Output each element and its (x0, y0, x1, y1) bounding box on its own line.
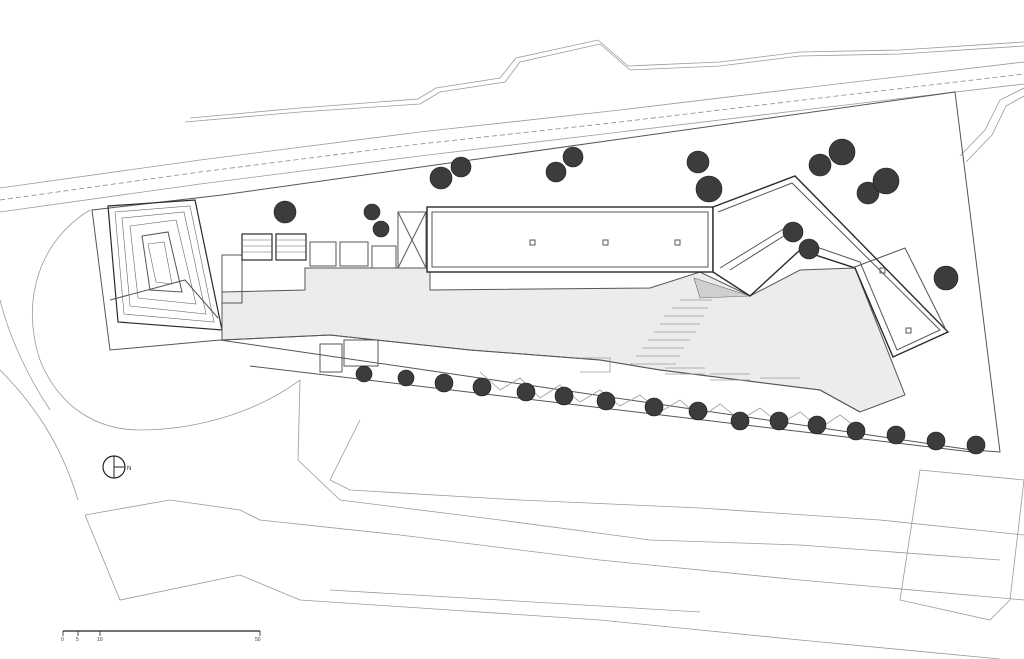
tree-icon (596, 391, 616, 411)
tree-icon (782, 221, 804, 243)
scale-tick-10: 10 (97, 637, 103, 643)
tree-icon (886, 425, 906, 445)
tree-icon (872, 167, 900, 195)
tree-icon (554, 386, 574, 406)
tree-icon (808, 153, 832, 177)
tree-icon (372, 220, 390, 238)
sunken-courtyard (107, 199, 223, 331)
scale-tick-0: 0 (61, 637, 64, 643)
tree-icon (644, 397, 664, 417)
tree-icon (695, 175, 723, 203)
site-boundary (91, 91, 1001, 453)
tree-icon (516, 382, 536, 402)
tree-icon (363, 203, 381, 221)
north-arrow-icon: N (102, 455, 131, 479)
tree-icon (730, 411, 750, 431)
scale-tick-5: 5 (76, 637, 79, 643)
plaza-stairs (630, 277, 751, 365)
tree-icon (966, 435, 986, 455)
tree-icon (769, 411, 789, 431)
scale-bar: 0 5 10 50 (61, 630, 261, 643)
tree-icon (828, 138, 856, 166)
tree-icon (856, 181, 880, 205)
trees (273, 138, 986, 455)
tree-icon (562, 146, 584, 168)
tree-icon (545, 161, 567, 183)
tree-icon (798, 238, 820, 260)
tree-icon (434, 373, 454, 393)
tree-icon (686, 150, 710, 174)
tree-icon (926, 431, 946, 451)
tree-icon (273, 200, 297, 224)
tree-icon (429, 166, 453, 190)
tree-icon (688, 401, 708, 421)
east-building (712, 175, 950, 358)
tree-icon (450, 156, 472, 178)
north-label: N (127, 466, 131, 472)
scale-tick-50: 50 (255, 637, 261, 643)
west-structures (221, 211, 427, 373)
tree-icon (933, 265, 959, 291)
terrain-contours (0, 39, 1024, 659)
tree-icon (807, 415, 827, 435)
tree-icon (355, 365, 373, 383)
tree-icon (472, 377, 492, 397)
tree-icon (397, 369, 415, 387)
main-building (426, 206, 714, 273)
tree-icon (846, 421, 866, 441)
